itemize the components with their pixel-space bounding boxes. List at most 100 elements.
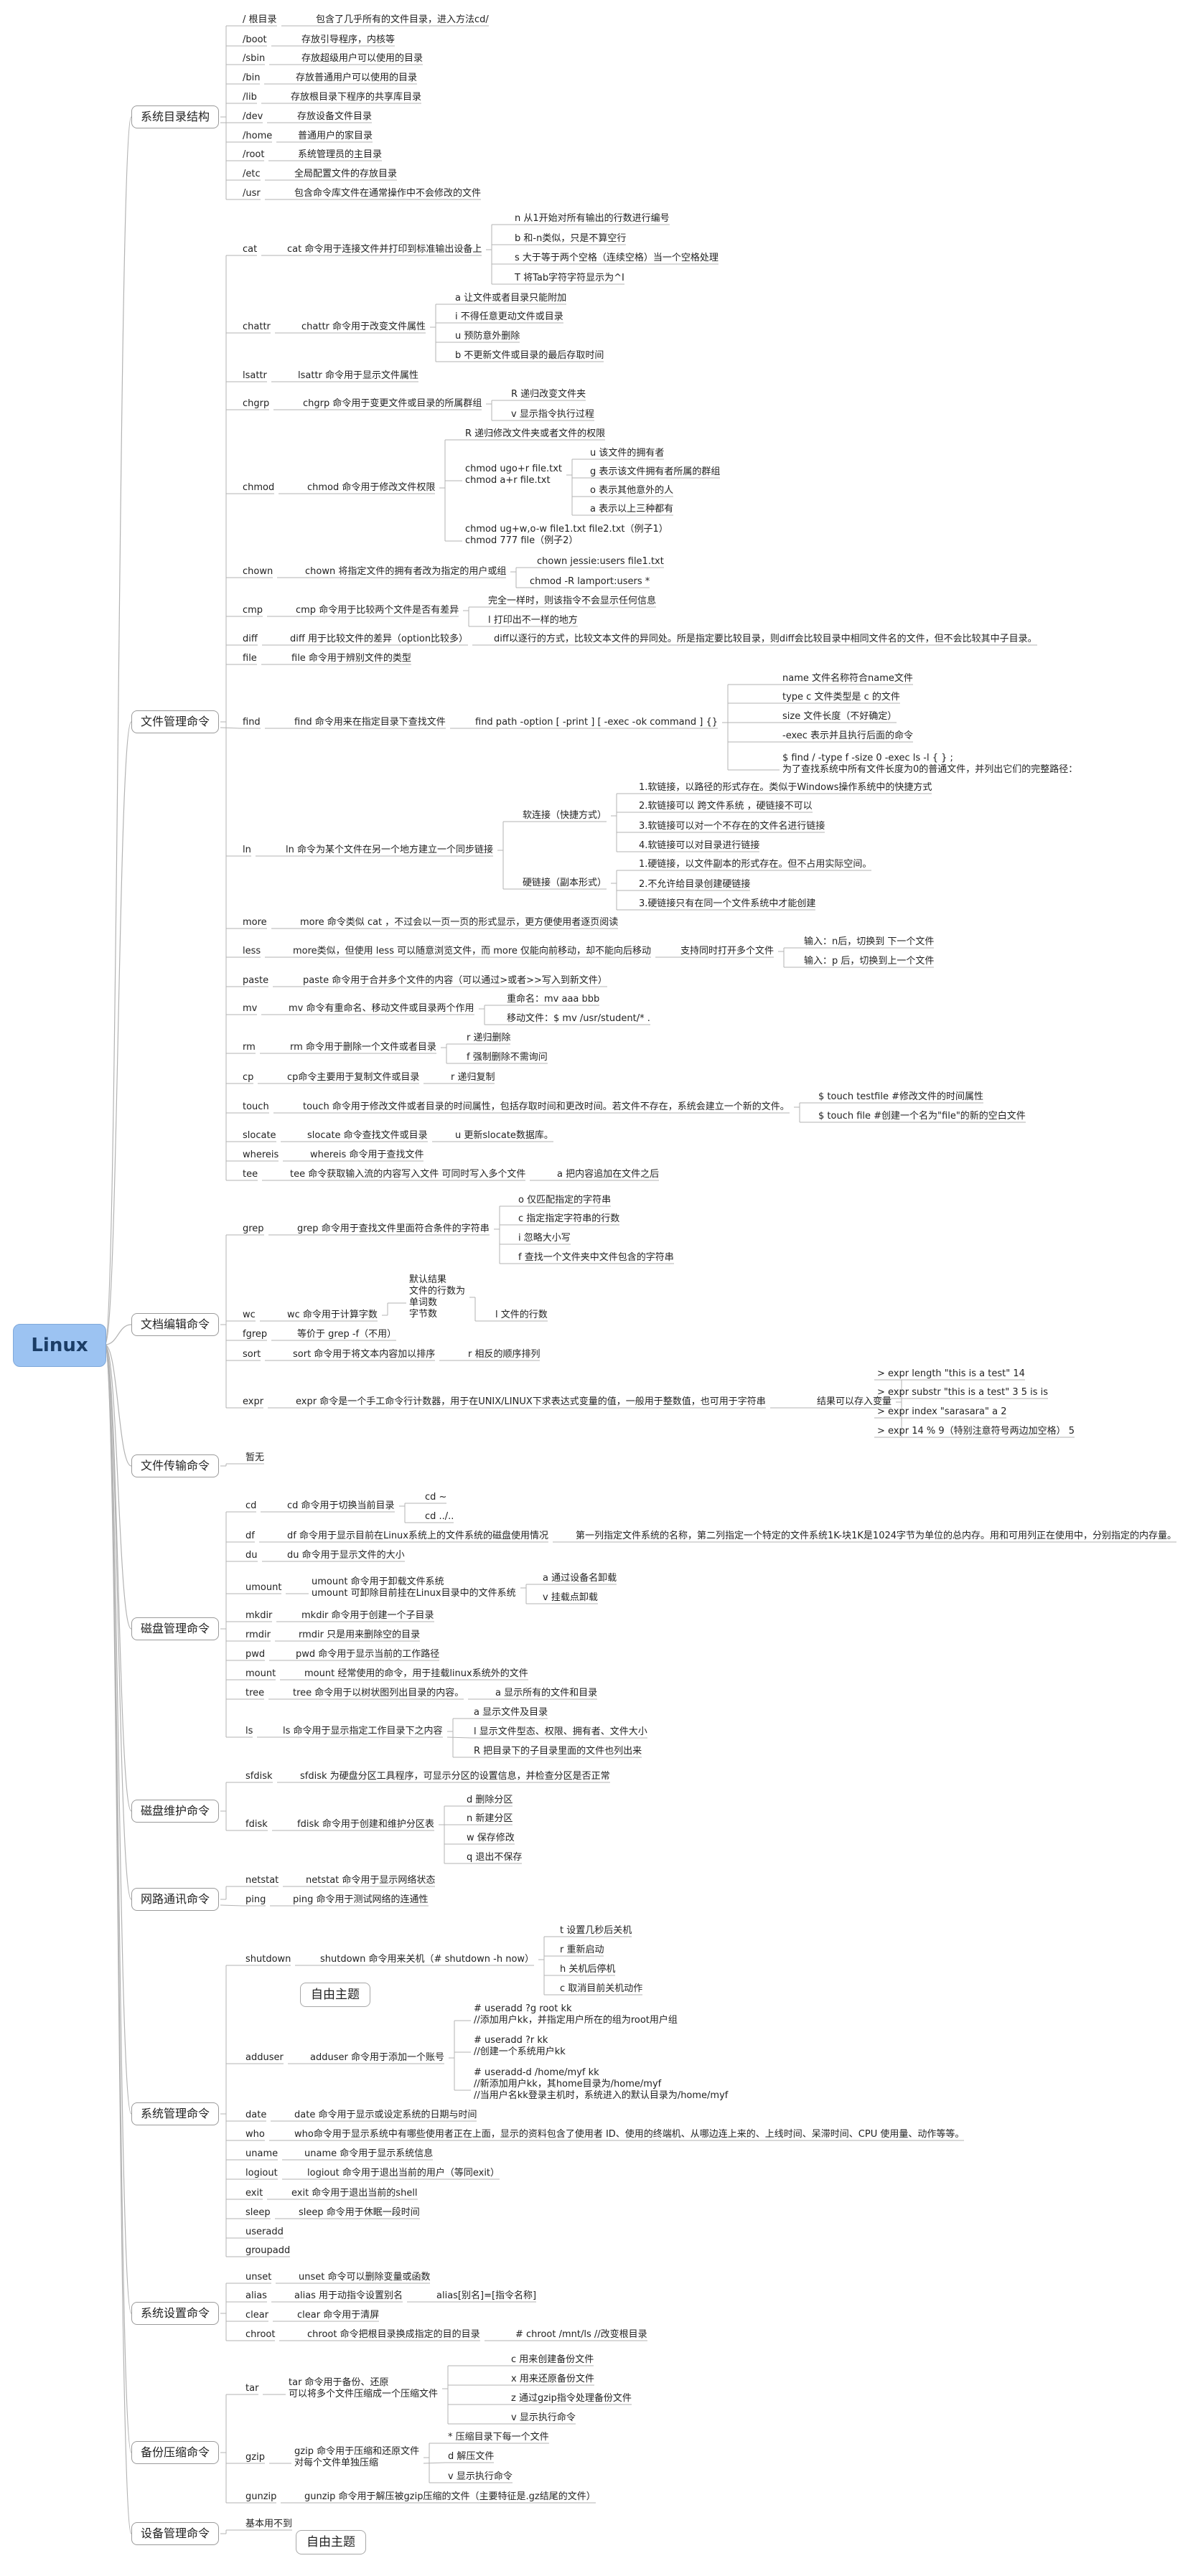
topic-sfdisk[interactable]: sfdisk	[245, 1771, 273, 1782]
topic-cmp[interactable]: cmp	[243, 605, 263, 616]
floating-topic[interactable]: 自由主题	[300, 1983, 370, 2007]
topic-chmod3[interactable]: chmod ug+w,o-w file1.txt file2.txt（例子1） …	[465, 524, 668, 546]
topic-sfdiskd[interactable]: sfdisk 为硬盘分区工具程序，可显示分区的设置信息，并检查分区是否正常	[300, 1771, 610, 1782]
topic-chattr2[interactable]: i 不得任意更动文件或目录	[455, 311, 563, 322]
topic-cat1[interactable]: n 从1开始对所有输出的行数进行编号	[515, 213, 670, 224]
topic-lessd[interactable]: more类似，但使用 less 可以随意浏览文件，而 more 仅能向前移动，却…	[293, 946, 652, 956]
topic-chgrp1[interactable]: R 递归改变文件夹	[511, 389, 586, 400]
topic-fdisk[interactable]: fdisk	[245, 1819, 268, 1830]
topic-chattr3[interactable]: u 预防意外删除	[455, 331, 520, 342]
topic-d2[interactable]: /boot	[243, 34, 267, 45]
topic-sortd[interactable]: sort 命令用于将文本内容加以排序	[293, 1349, 436, 1360]
topic-cpd[interactable]: cp命令主要用于复制文件或目录	[287, 1072, 420, 1083]
topic-mount[interactable]: mount	[245, 1668, 276, 1679]
topic-cmp2[interactable]: l 打印出不一样的地方	[488, 615, 578, 626]
topic-au3[interactable]: # useradd-d /home/myf kk //新添加用户kk，其home…	[474, 2067, 729, 2101]
topic-cat[interactable]: cat	[243, 244, 258, 255]
topic-tee[interactable]: tee	[243, 1169, 258, 1180]
topic-slocate2[interactable]: u 更新slocate数据库。	[455, 1130, 553, 1141]
topic-chgrpd[interactable]: chgrp 命令用于变更文件或目录的所属群组	[303, 398, 482, 409]
topic-d8d[interactable]: 系统管理员的主目录	[298, 149, 383, 160]
category-c7[interactable]: 网路通讯命令	[131, 1888, 220, 1911]
topic-less4[interactable]: 输入：p 后，切换到上一个文件	[804, 956, 935, 967]
category-c11[interactable]: 设备管理命令	[131, 2522, 220, 2545]
topic-ls1[interactable]: a 显示文件及目录	[474, 1707, 548, 1718]
topic-touch2[interactable]: $ touch file #创建一个名为"file"的新的空白文件	[818, 1111, 1026, 1122]
topic-find4[interactable]: type c 文件类型是 c 的文件	[782, 692, 900, 702]
topic-aliasd[interactable]: alias 用于动指令设置别名	[294, 2290, 403, 2301]
topic-netstat[interactable]: netstat	[245, 1875, 279, 1886]
topic-ln1b[interactable]: 2.软链接可以 跨文件系统 ，硬链接不可以	[639, 801, 813, 812]
topic-tree2[interactable]: a 显示所有的文件和目录	[495, 1688, 598, 1698]
topic-chgrp2[interactable]: v 显示指令执行过程	[511, 409, 594, 420]
topic-fdisk2[interactable]: n 新建分区	[467, 1813, 513, 1824]
topic-d9[interactable]: /etc	[243, 169, 261, 179]
topic-cleard[interactable]: clear 命令用于清屏	[297, 2310, 380, 2321]
topic-fgrep[interactable]: fgrep	[243, 1329, 268, 1340]
topic-pwdd[interactable]: pwd 命令用于显示当前的工作路径	[296, 1649, 440, 1660]
topic-gunzipd[interactable]: gunzip 命令用于解压被gzip压缩的文件（主要特征是.gz结尾的文件）	[304, 2491, 596, 2502]
topic-tar1[interactable]: c 用来创建备份文件	[511, 2354, 594, 2365]
topic-fdisk1[interactable]: d 删除分区	[467, 1795, 513, 1805]
topic-chattr[interactable]: chattr	[243, 321, 271, 332]
topic-chown1[interactable]: chown jessie:users file1.txt	[537, 556, 664, 567]
topic-find7[interactable]: $ find / -type f -size 0 -exec ls -l { }…	[782, 753, 1078, 775]
topic-mored[interactable]: more 命令类似 cat ，不过会以一页一页的形式显示，更方便使用者逐页阅读	[300, 917, 619, 928]
topic-tar[interactable]: tar	[245, 2383, 259, 2394]
topic-tee2[interactable]: a 把内容追加在文件之后	[557, 1169, 660, 1180]
topic-d10d[interactable]: 包含命令库文件在通常操作中不会修改的文件	[294, 188, 482, 199]
topic-d5[interactable]: /lib	[243, 92, 257, 103]
topic-ln1d[interactable]: 4.软链接可以对目录进行链接	[639, 840, 760, 851]
topic-gzipd[interactable]: gzip 命令用于压缩和还原文件 对每个文件单独压缩	[294, 2446, 420, 2468]
topic-d2d[interactable]: 存放引导程序，内核等	[301, 34, 396, 45]
topic-pingd[interactable]: ping 命令用于测试网络的连通性	[293, 1894, 429, 1905]
topic-cp[interactable]: cp	[243, 1072, 254, 1083]
topic-cmp1[interactable]: 完全一样时，则该指令不会显示任何信息	[488, 596, 657, 606]
topic-chown2[interactable]: chmod -R lamport:users *	[530, 576, 650, 587]
topic-ls[interactable]: ls	[245, 1726, 253, 1736]
topic-ln2a[interactable]: 1.硬链接，以文件副本的形式存在。但不占用实际空间。	[639, 859, 872, 870]
topic-lnd[interactable]: ln 命令为某个文件在另一个地方建立一个同步链接	[286, 845, 493, 855]
topic-ls2[interactable]: l 显示文件型态、权限、拥有者、文件大小	[474, 1726, 647, 1737]
topic-chattr4[interactable]: b 不更新文件或目录的最后存取时间	[455, 350, 604, 361]
category-c1[interactable]: 系统目录结构	[131, 105, 220, 128]
topic-unsetd[interactable]: unset 命令可以删除变量或函数	[299, 2272, 431, 2283]
topic-pasted[interactable]: paste 命令用于合并多个文件的内容（可以通过>或者>>写入到新文件）	[303, 975, 607, 986]
topic-grep1[interactable]: o 仅匹配指定的字符串	[518, 1195, 612, 1205]
topic-chrootd[interactable]: chroot 命令把根目录换成指定的目的目录	[307, 2329, 480, 2340]
topic-chroot2[interactable]: # chroot /mnt/ls //改变根目录	[515, 2329, 647, 2340]
topic-logoutd[interactable]: logiout 命令用于退出当前的用户（等同exit）	[307, 2168, 500, 2178]
topic-umount1[interactable]: a 通过设备名卸载	[543, 1573, 617, 1584]
topic-chmod2c[interactable]: o 表示其他意外的人	[590, 485, 674, 496]
category-c6[interactable]: 磁盘维护命令	[131, 1800, 220, 1823]
topic-wc2[interactable]: l 文件的行数	[495, 1310, 548, 1320]
topic-whod[interactable]: who命令用于显示系统中有哪些使用者正在上面，显示的资料包含了使用者 ID、使用…	[294, 2129, 965, 2140]
topic-shutdown[interactable]: shutdown	[245, 1954, 291, 1965]
topic-slocate[interactable]: slocate	[243, 1130, 276, 1141]
root-topic[interactable]: Linux	[13, 1324, 106, 1367]
topic-lsattr[interactable]: lsattr	[243, 370, 267, 381]
topic-chmod2[interactable]: chmod ugo+r file.txt chmod a+r file.txt	[465, 464, 563, 486]
topic-tar4[interactable]: v 显示执行命令	[511, 2412, 576, 2423]
topic-alias[interactable]: alias	[245, 2290, 267, 2301]
topic-grep4[interactable]: f 查找一个文件夹中文件包含的字符串	[518, 1252, 674, 1263]
topic-expr2[interactable]: 结果可以存入变量	[817, 1396, 892, 1407]
topic-tard[interactable]: tar 命令用于备份、还原 可以将多个文件压缩成一个压缩文件	[289, 2377, 439, 2399]
topic-tree[interactable]: tree	[245, 1688, 265, 1698]
topic-gzip1[interactable]: * 压缩目录下每一个文件	[448, 2432, 549, 2443]
topic-chroot[interactable]: chroot	[245, 2329, 276, 2340]
category-c9[interactable]: 系统设置命令	[131, 2302, 220, 2325]
topic-rm1[interactable]: r 递归删除	[467, 1033, 511, 1043]
topic-find5[interactable]: size 文件长度（不好确定）	[782, 711, 897, 722]
topic-exprd[interactable]: expr 命令是一个手工命令行计数器，用于在UNIX/LINUX下求表达式变量的…	[296, 1396, 766, 1407]
topic-umount2[interactable]: v 挂载点卸载	[543, 1592, 598, 1603]
topic-wcd[interactable]: wc 命令用于计算字数	[287, 1310, 378, 1320]
topic-gzip[interactable]: gzip	[245, 2452, 265, 2463]
topic-sd1[interactable]: t 设置几秒后关机	[560, 1925, 632, 1936]
topic-chown[interactable]: chown	[243, 566, 273, 577]
topic-exitd[interactable]: exit 命令用于退出当前的shell	[291, 2188, 418, 2199]
topic-mkdir[interactable]: mkdir	[245, 1610, 273, 1621]
topic-umountd[interactable]: umount 命令用于卸载文件系统 umount 可卸除目前挂在Linux目录中…	[312, 1576, 516, 1599]
topic-ln2b[interactable]: 2.不允许给目录创建硬链接	[639, 879, 751, 890]
topic-ln[interactable]: ln	[243, 845, 251, 855]
